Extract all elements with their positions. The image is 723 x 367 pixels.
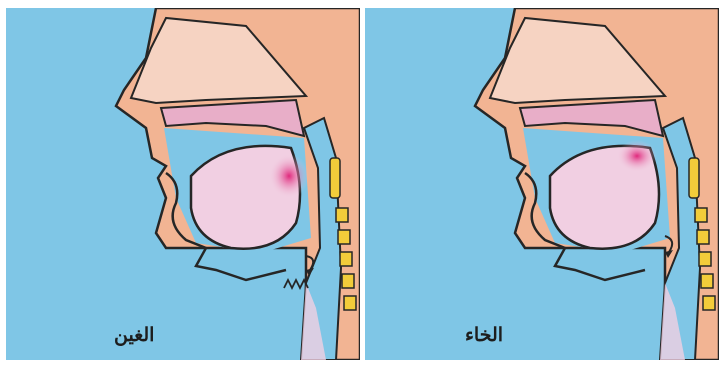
articulation-point-icon	[269, 154, 309, 198]
articulation-point-icon	[617, 140, 657, 172]
khaa-diagram-panel: الخاء	[365, 8, 719, 360]
ghain-diagram-panel: الغين	[6, 8, 360, 360]
ghain-head-cross-section	[6, 8, 360, 360]
khaa-head-cross-section	[365, 8, 719, 360]
ghain-caption: الغين	[114, 324, 154, 346]
khaa-caption: الخاء	[465, 324, 503, 346]
